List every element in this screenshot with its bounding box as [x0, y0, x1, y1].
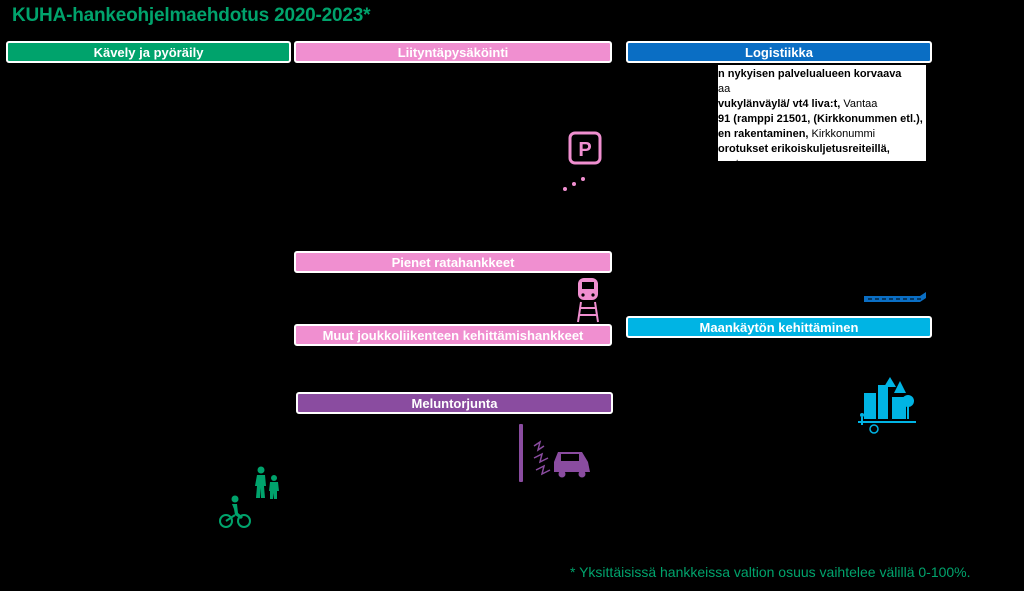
city-icon [858, 375, 916, 442]
logistics-line-1: n nykyisen palvelualueen korvaava [718, 68, 902, 80]
header-park-and-ride: Liityntäpysäköinti [294, 41, 612, 63]
pedestrians-icon [252, 466, 282, 505]
header-logistics: Logistiikka [626, 41, 932, 63]
footnote: * Yksittäisissä hankkeissa valtion osuus… [570, 564, 971, 580]
train-icon [574, 276, 602, 329]
header-land-use: Maankäytön kehittäminen [626, 316, 932, 338]
logistics-line-7: seutu [718, 157, 926, 161]
logistics-line-6: orotukset erikoiskuljetusreiteillä, [718, 143, 890, 155]
header-noise-abatement: Meluntorjunta [296, 392, 613, 414]
svg-text:P: P [578, 139, 591, 161]
logistics-line-4: 91 (ramppi 21501, (Kirkkonummen etl.), [718, 113, 923, 125]
path-dots-icon [562, 175, 588, 198]
noise-barrier-icon [517, 424, 525, 487]
logistics-line-5: en rakentaminen, Kirkkonummi [718, 128, 876, 140]
parking-icon: P [568, 131, 602, 170]
logistics-line-2: aa [718, 83, 731, 95]
car-noise-icon [532, 440, 594, 485]
cyclist-icon [218, 495, 252, 534]
road-icon [864, 290, 926, 309]
logistics-line-3: vukylänväylä/ vt4 liva:t, Vantaa [718, 98, 878, 110]
header-walking-cycling: Kävely ja pyöräily [6, 41, 291, 63]
header-other-public-transport: Muut joukkoliikenteen kehittämishankkeet [294, 324, 612, 346]
logistics-project-list: n nykyisen palvelualueen korvaava aa vuk… [718, 65, 926, 161]
page-title: KUHA-hankeohjelmaehdotus 2020-2023* [12, 5, 371, 26]
header-small-rail-projects: Pienet ratahankkeet [294, 251, 612, 273]
